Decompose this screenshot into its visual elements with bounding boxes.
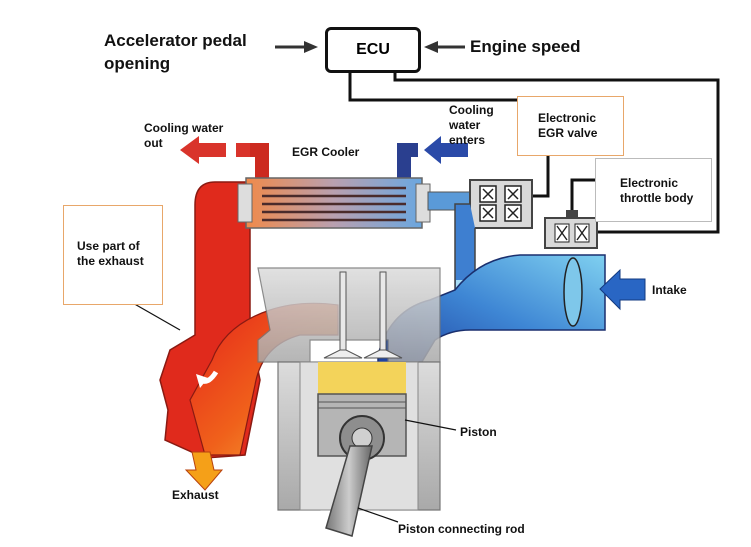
hot-water-pipe <box>250 143 269 180</box>
egr-valve-callout: Electronic EGR valve <box>517 96 624 156</box>
intake-label: Intake <box>652 283 687 297</box>
egr-valve-label-line1: Electronic <box>538 111 597 125</box>
cooling-water-enters-label-line3: enters <box>449 133 486 147</box>
piston-connecting-rod <box>325 445 373 537</box>
egr-cooler-body <box>237 177 431 229</box>
throttle-plate <box>563 257 583 327</box>
cooling-water-out-label-line1: Cooling water <box>144 121 224 135</box>
throttle-actuator <box>544 210 598 249</box>
intake-arrow <box>599 268 646 311</box>
throttle-label-line2: throttle body <box>620 191 694 205</box>
accelerator-label-line1: Accelerator pedal <box>104 31 247 50</box>
cooling-water-out-label-line2: out <box>144 136 163 150</box>
piston-rod-label: Piston connecting rod <box>398 522 525 536</box>
cooling-water-out-arrow <box>180 136 256 164</box>
accelerator-label-line2: opening <box>104 54 171 73</box>
use-exhaust-label-line2: the exhaust <box>77 254 144 268</box>
exhaust-valve <box>323 271 363 359</box>
egr-valve <box>469 179 533 229</box>
throttle-label-line1: Electronic <box>620 176 679 190</box>
cooling-water-in-arrow <box>424 136 468 164</box>
cylinder-head <box>257 267 441 363</box>
combustion-chamber <box>318 362 406 394</box>
engine-speed-label: Engine speed <box>470 37 581 56</box>
egr-cooler-label: EGR Cooler <box>292 145 360 159</box>
exhaust-label: Exhaust <box>172 488 219 502</box>
cooling-water-enters-label-line1: Cooling <box>449 103 494 117</box>
use-exhaust-callout: Use part of the exhaust <box>63 205 163 305</box>
exhaust-out-arrow <box>184 451 224 491</box>
ecu-label: ECU <box>356 41 390 58</box>
ecu-box: ECU <box>325 27 421 73</box>
egr-valve-label-line2: EGR valve <box>538 126 598 140</box>
use-exhaust-label-line1: Use part of <box>77 239 140 253</box>
cold-water-pipe <box>397 143 418 180</box>
intake-valve <box>363 271 403 359</box>
throttle-body-callout: Electronic throttle body <box>595 158 712 222</box>
engine-speed-arrow <box>424 41 465 53</box>
accelerator-arrow <box>275 41 318 53</box>
cooling-water-enters-label-line2: water <box>449 118 481 132</box>
piston-label: Piston <box>460 425 497 439</box>
